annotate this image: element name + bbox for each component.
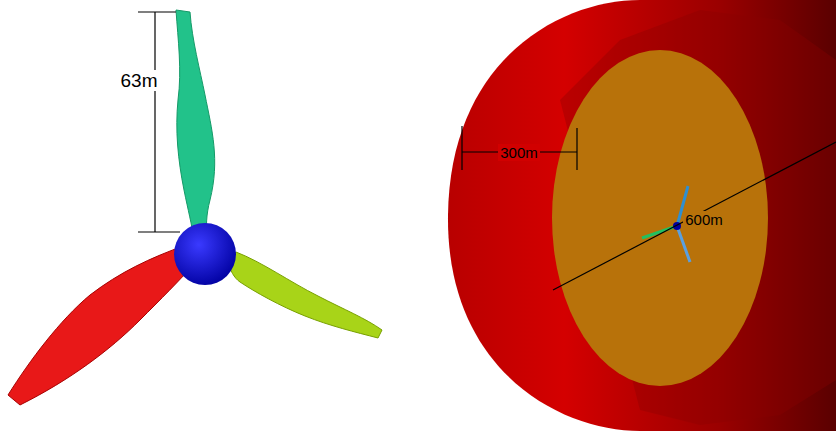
inlet-face xyxy=(552,50,768,386)
blade xyxy=(176,10,215,240)
dimension-tick xyxy=(138,11,176,12)
dimension-label: 300m xyxy=(498,144,540,161)
dimension-line xyxy=(154,12,155,232)
dimension-line xyxy=(553,142,836,290)
blade xyxy=(8,245,196,405)
hub xyxy=(174,223,236,285)
dimension-tick xyxy=(576,128,577,170)
dimension-label: 63m xyxy=(119,70,160,91)
small-blade xyxy=(677,226,690,262)
dimension-tick xyxy=(138,231,180,232)
domain-cylinder xyxy=(448,0,836,431)
dimension-label: 600m xyxy=(683,211,725,228)
cylinder-body xyxy=(448,0,836,431)
rotor xyxy=(8,10,382,405)
dimension-tick xyxy=(461,126,462,170)
blade xyxy=(228,252,382,338)
